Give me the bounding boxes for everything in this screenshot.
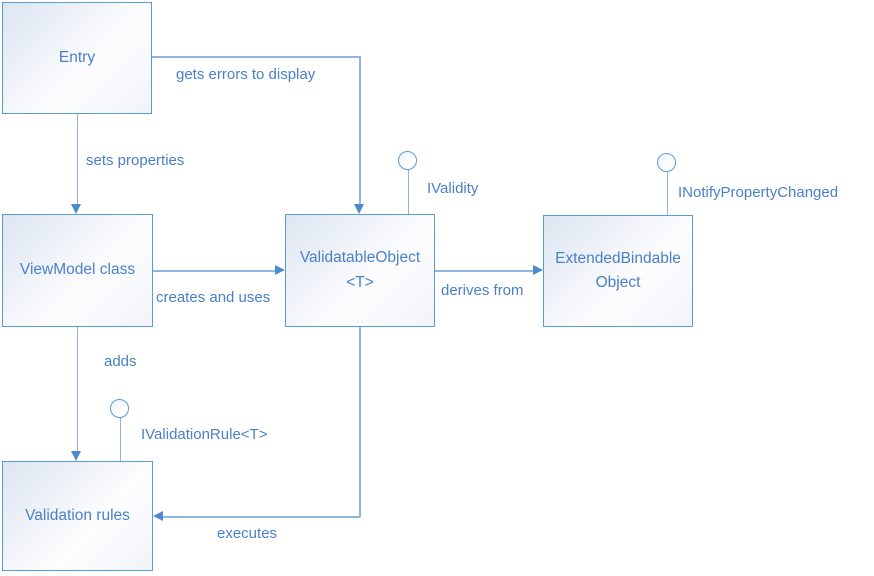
- interface-ivalidationrule-label: IValidationRule<T>: [141, 426, 268, 443]
- edge-executes-line-vertical: [359, 327, 361, 517]
- node-validatable-object: ValidatableObject <T>: [285, 214, 435, 327]
- edge-sets-properties-line: [76, 114, 78, 205]
- node-viewmodel-class: ViewModel class: [2, 214, 153, 327]
- edge-derives-from-label: derives from: [441, 282, 524, 299]
- node-entry: Entry: [2, 2, 152, 114]
- edge-derives-from-arrowhead-icon: [533, 265, 543, 275]
- edge-sets-properties-label: sets properties: [86, 152, 185, 169]
- node-validation-rules: Validation rules: [2, 461, 153, 571]
- edge-derives-from-line: [435, 270, 534, 272]
- edge-gets-errors-line-vertical: [359, 56, 361, 206]
- edge-executes-arrowhead-icon: [153, 511, 163, 521]
- edge-gets-errors-arrowhead-icon: [354, 204, 364, 214]
- node-validatable-object-label: ValidatableObject <T>: [299, 249, 421, 291]
- node-validation-rules-label: Validation rules: [25, 506, 130, 524]
- edge-gets-errors-label: gets errors to display: [176, 66, 316, 83]
- edge-adds-arrowhead-icon: [71, 451, 81, 461]
- node-extended-bindable-object-label: ExtendedBindable Object: [555, 249, 681, 291]
- edge-creates-uses-label: creates and uses: [156, 289, 271, 306]
- node-entry-label: Entry: [58, 48, 96, 66]
- interface-inotify-label: INotifyPropertyChanged: [678, 184, 839, 201]
- node-extended-bindable-object: ExtendedBindable Object: [543, 215, 693, 327]
- interface-ivalidationrule-stem: [119, 418, 121, 461]
- edge-creates-uses-line: [153, 270, 277, 272]
- interface-inotify-stem: [666, 172, 668, 215]
- edge-adds-label: adds: [104, 353, 137, 370]
- edge-creates-uses-arrowhead-icon: [275, 265, 285, 275]
- node-viewmodel-class-label: ViewModel class: [19, 261, 136, 279]
- interface-ivalidationrule-lollipop-icon: [110, 399, 129, 418]
- edge-executes-line-horizontal: [162, 516, 360, 518]
- edge-gets-errors-line-horizontal: [152, 56, 360, 58]
- edge-executes-label: executes: [217, 525, 278, 542]
- edge-sets-properties-arrowhead-icon: [71, 204, 81, 214]
- interface-ivalidity-label: IValidity: [427, 180, 479, 197]
- interface-inotify-lollipop-icon: [657, 153, 676, 172]
- edge-adds-line: [76, 327, 78, 452]
- interface-ivalidity-lollipop-icon: [398, 151, 417, 170]
- interface-ivalidity-stem: [407, 169, 409, 214]
